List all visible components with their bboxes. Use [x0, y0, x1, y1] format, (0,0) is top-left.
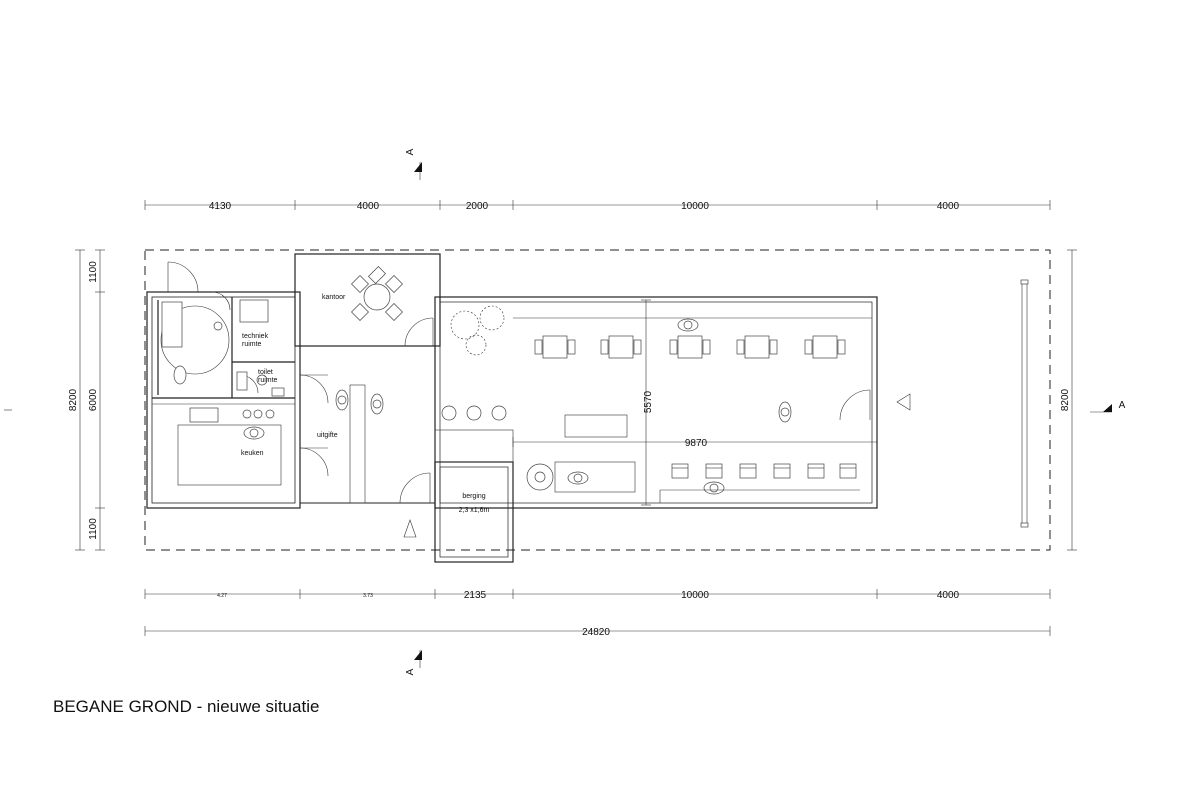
bar-stool — [839, 463, 857, 479]
dim-right: 8200 — [1060, 388, 1071, 411]
dim-bottom-1: 4.27 — [217, 593, 227, 599]
dining-table — [600, 335, 642, 359]
dining-table — [534, 335, 576, 359]
dining-tables — [534, 335, 846, 359]
dim-overall: 24820 — [582, 627, 610, 638]
doors — [167, 261, 871, 504]
walls — [146, 253, 878, 563]
label-toilet-2: ruimte — [258, 377, 278, 384]
label-keuken: keuken — [241, 450, 264, 457]
section-label-top: A — [405, 148, 416, 155]
bar-stools — [671, 463, 857, 479]
label-techniek-1: techniek — [242, 333, 269, 340]
dim-top-2: 4000 — [357, 201, 380, 212]
bar-stool — [705, 463, 723, 479]
room-labels: kantoor techniek ruimte toilet ruimte ke… — [241, 294, 490, 514]
uitgifte-counter — [349, 384, 628, 504]
label-techniek-2: ruimte — [242, 341, 262, 348]
dining-table — [669, 335, 711, 359]
entrance-marker-bottom — [403, 519, 417, 538]
sanitary-fixtures — [160, 299, 285, 397]
label-kantoor: kantoor — [322, 294, 346, 301]
plot-boundary — [144, 249, 1051, 551]
section-marker-bottom: A — [405, 650, 422, 675]
drawing-title: BEGANE GROND - nieuwe situatie — [53, 697, 319, 716]
dimension-lines — [4, 200, 1077, 636]
bar-stool — [671, 463, 689, 479]
dim-bottom-2: 3.73 — [363, 593, 373, 599]
fence — [1020, 279, 1029, 528]
section-label-right: A — [1119, 400, 1126, 411]
kitchen-items — [152, 403, 295, 423]
dining-table — [736, 335, 778, 359]
dim-bottom-5: 4000 — [937, 590, 960, 601]
dim-top-1: 4130 — [209, 201, 232, 212]
label-berging-size: 2,3 x1,6m — [459, 507, 490, 514]
plants — [450, 305, 505, 356]
dim-left-inner-2: 6000 — [88, 388, 99, 411]
section-marker-top: A — [405, 148, 422, 180]
dim-top-4: 10000 — [681, 201, 709, 212]
kantoor-table — [351, 266, 403, 321]
entrance-marker-right — [896, 393, 911, 411]
dim-bottom-4: 10000 — [681, 590, 709, 601]
section-marker-right: A — [1090, 400, 1126, 413]
dim-left-inner-1: 1100 — [88, 261, 99, 283]
label-uitgifte: uitgifte — [317, 432, 338, 439]
bar-stool — [773, 463, 791, 479]
dining-table — [804, 335, 846, 359]
dimension-labels: 4130 4000 2000 10000 4000 4.27 3.73 2135… — [68, 201, 1071, 638]
dim-top-3: 2000 — [466, 201, 489, 212]
bar-stool — [739, 463, 757, 479]
label-berging: berging — [462, 493, 485, 500]
lounge-furniture — [526, 461, 636, 493]
dim-bottom-3: 2135 — [464, 590, 487, 601]
section-label-bottom: A — [405, 668, 416, 675]
dim-top-5: 4000 — [937, 201, 960, 212]
dim-interior-depth: 5570 — [643, 390, 654, 413]
dim-left-inner-3: 1100 — [88, 518, 99, 540]
label-toilet-1: toilet — [258, 369, 273, 376]
person-figures — [243, 318, 792, 495]
dim-left-outer: 8200 — [68, 388, 79, 411]
bar-stool — [807, 463, 825, 479]
dim-interior-length: 9870 — [685, 438, 708, 449]
